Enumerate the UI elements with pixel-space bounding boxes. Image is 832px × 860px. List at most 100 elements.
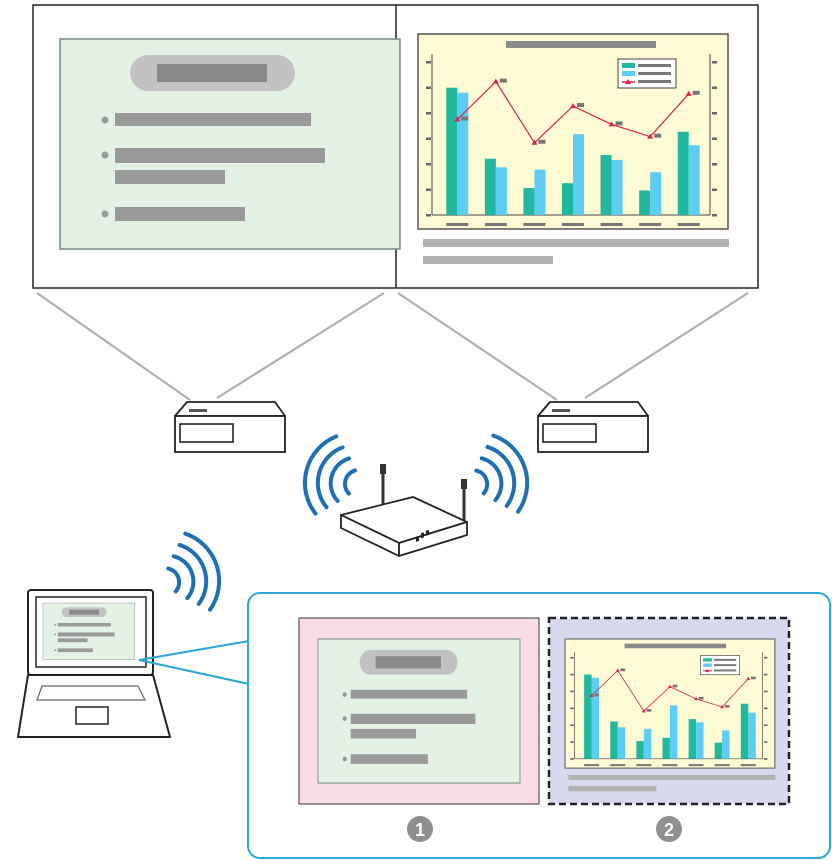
chart-legend-swatch-2 (703, 663, 712, 667)
chart-line-point (667, 684, 672, 689)
chart-y-tick-right (764, 724, 768, 727)
chart-line-point (531, 139, 538, 145)
chart-bar-series-2 (669, 705, 678, 759)
chart-data-label (577, 103, 584, 108)
chart-y-tick-left (570, 758, 574, 760)
chart-line-point (608, 121, 615, 127)
chart-bar-series-1 (446, 87, 458, 215)
chart-y-tick-left (570, 656, 574, 659)
number-badge-2-label: 2 (664, 820, 674, 840)
chart-bar-series-2 (495, 167, 507, 215)
chart-line-point (570, 103, 576, 109)
callout-chart-marks (570, 652, 768, 767)
chart-bar-series-1 (714, 742, 723, 759)
callout-panel-1-slide (317, 638, 521, 784)
chart-legend-label-1 (638, 64, 671, 67)
number-badge-2: 2 (656, 816, 682, 842)
chart-data-label (499, 78, 507, 83)
chart-x-tick-label (484, 223, 507, 226)
chart-bar-series-2 (650, 172, 662, 215)
number-badge-1-label: 1 (415, 820, 425, 840)
chart-x-tick-label (446, 223, 469, 226)
chart-y-tick-left (426, 112, 431, 115)
chart-y-tick-left (570, 690, 574, 693)
wireless-router (340, 464, 468, 557)
chart-legend-label-1 (713, 658, 737, 661)
chart-y-tick-left (570, 724, 574, 727)
chart-legend-label-3 (638, 80, 671, 83)
chart-legend-label-3 (713, 669, 737, 672)
projector-left (174, 401, 286, 453)
chart-x-tick-label (610, 764, 626, 767)
chart-bar-series-2 (534, 169, 546, 215)
chart-data-label (672, 684, 678, 688)
chart-line-point (615, 668, 620, 672)
chart-bar-series-2 (748, 712, 756, 759)
chart-y-tick-left (570, 673, 574, 676)
chart-y-tick-left (426, 214, 431, 217)
chart-x-tick-label (639, 223, 662, 226)
chart-data-label (620, 668, 626, 672)
callout-panel-1[interactable] (298, 617, 540, 805)
chart-bar-series-2 (611, 159, 623, 215)
chart-x-tick-label (523, 223, 546, 226)
chart-line-point (641, 709, 646, 713)
chart-bar-series-1 (584, 674, 592, 759)
wifi-waves-laptop (157, 525, 232, 621)
chart-line-point (685, 90, 692, 96)
chart-legend-swatch-1 (622, 63, 635, 68)
chart-bar-series-2 (643, 728, 652, 759)
chart-x-tick-label (662, 764, 678, 767)
chart-x-tick-label (600, 223, 623, 226)
chart-y-tick-right (764, 690, 768, 693)
chart-legend-swatch-2 (622, 71, 635, 76)
chart-x-tick-label (688, 764, 704, 767)
chart-y-tick-left (426, 137, 431, 140)
chart-bar-series-1 (636, 740, 644, 759)
chart-x-tick-label (584, 764, 600, 767)
chart-line-point (647, 133, 654, 139)
callout-pointer (138, 640, 250, 685)
wifi-waves-router-right (465, 427, 540, 523)
chart-bar-series-2 (457, 92, 469, 215)
chart-legend-label-2 (713, 664, 737, 667)
chart-line-point (720, 704, 725, 709)
chart-bar-series-1 (562, 183, 573, 215)
chart-data-label (594, 693, 600, 697)
chart-bar-series-1 (677, 131, 689, 215)
chart-data-label (654, 133, 662, 138)
chart-y-tick-right (764, 741, 768, 743)
chart-x-tick-label (562, 223, 584, 226)
wifi-waves-router-left (294, 429, 365, 523)
chart-y-tick-left (570, 741, 574, 743)
chart-x-tick-label (714, 764, 730, 767)
callout-panel-2[interactable] (547, 616, 791, 806)
chart-line-point (746, 676, 751, 680)
projection-beams (36, 292, 749, 401)
chart-data-label (461, 116, 469, 121)
chart-y-tick-left (570, 707, 574, 710)
chart-data-label (698, 696, 704, 700)
chart-bar-series-2 (688, 145, 700, 215)
chart-line-point (589, 693, 594, 697)
chart-bar-series-1 (639, 190, 651, 215)
chart-data-label (538, 139, 546, 144)
chart-data-label (724, 704, 730, 708)
chart-bar-series-1 (740, 703, 749, 759)
screen-panel-2-chart (417, 33, 730, 265)
projector-right (537, 401, 649, 453)
chart-x-tick-label (740, 764, 756, 767)
chart-bar-series-1 (523, 188, 535, 215)
laptop (17, 589, 171, 738)
chart-bar-series-2 (573, 134, 584, 215)
chart-bar-series-2 (722, 730, 730, 759)
chart-y-tick-right (764, 758, 768, 760)
chart-y-tick-right (712, 86, 717, 89)
screen-panel-1-slide (59, 38, 401, 250)
chart-y-tick-left (426, 86, 431, 89)
chart-line-point (454, 116, 461, 122)
chart-y-tick-left (426, 188, 431, 191)
chart-y-tick-right (712, 61, 717, 64)
chart-bar-series-1 (688, 719, 697, 759)
